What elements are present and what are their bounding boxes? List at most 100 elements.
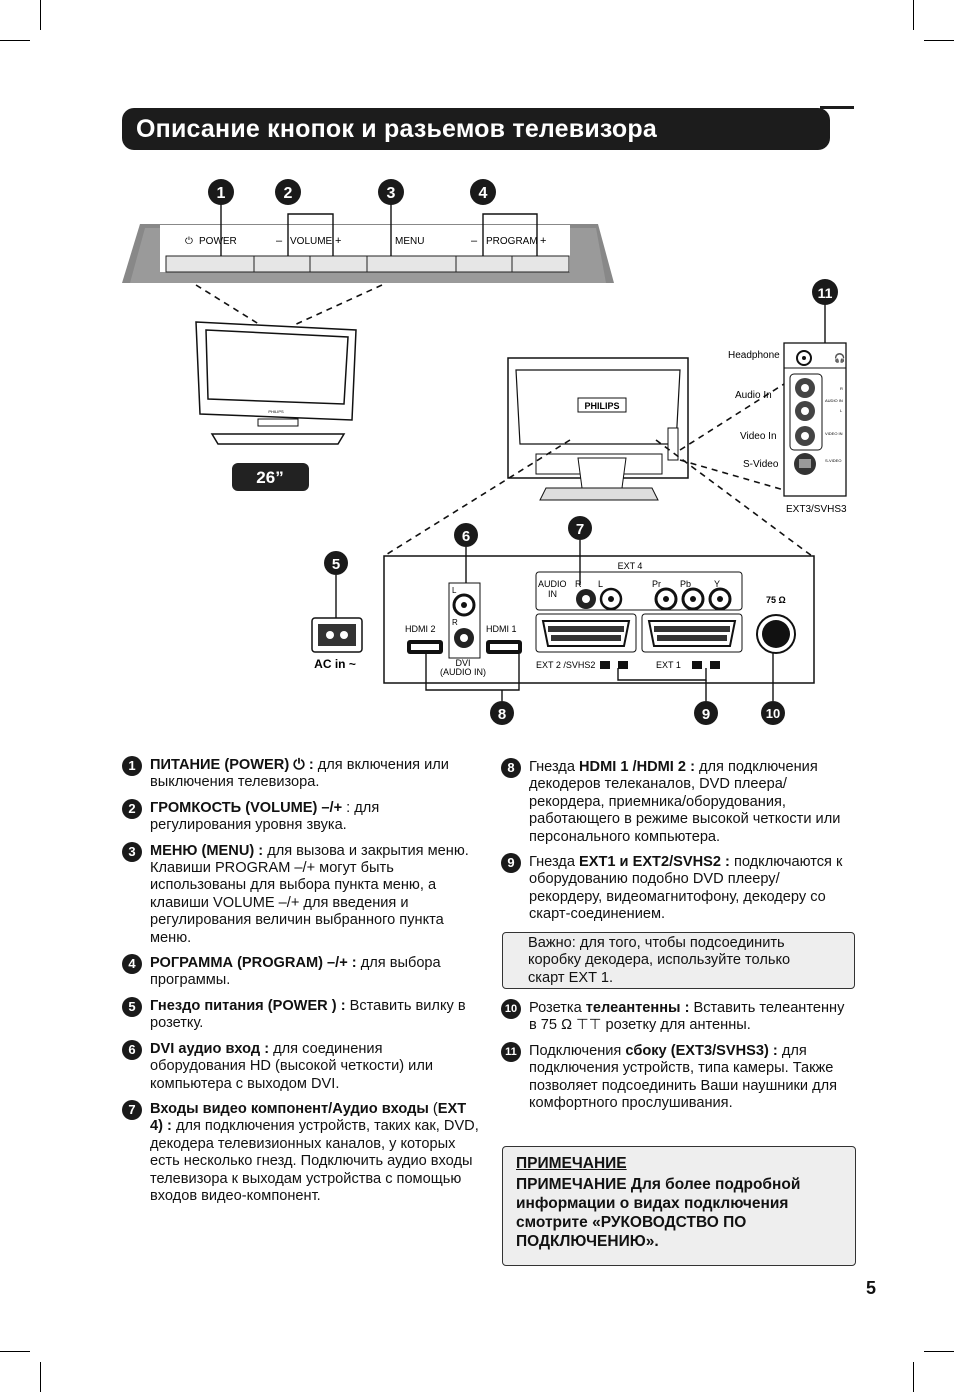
list-item: 9 Гнезда EXT1 и EXT2/SVHS2 : подключаютс… (501, 853, 856, 924)
item-bold: EXT1 и EXT2/SVHS2 : (579, 854, 730, 871)
left-column: 1 ПИТАНИЕ (POWER) ⏻ : для включения или … (122, 756, 482, 1213)
ext4-in-label: IN (548, 589, 557, 599)
item-pre: Гнезда (529, 759, 579, 775)
item-text: для включения или выключения телевизора. (150, 757, 449, 791)
ac-in: AC in ~ 5 (311, 551, 363, 671)
list-item: 1 ПИТАНИЕ (POWER) ⏻ : для включения или … (122, 756, 482, 792)
callout-10: 10 (766, 706, 780, 721)
item-bold: ГРОМКОСТЬ (VOLUME) –/+ (150, 799, 343, 816)
size-badge-text: 26” (256, 468, 283, 487)
list-item: 4 РОГРАММА (PROGRAM) –/+ : для выбора пр… (122, 954, 482, 990)
item-bold: Входы видео компонент/Аудио входы (150, 1100, 429, 1117)
volume-plus: + (335, 235, 341, 247)
list-item: 7 Входы видео компонент/Аудио входы (EXT… (122, 1099, 482, 1205)
headphone-icon: 🎧 (834, 352, 845, 363)
right-column-lower: 10 Розетка телеантенны : Вставить телеан… (501, 999, 856, 1120)
panel-menu-label: MENU (395, 236, 424, 247)
callout-11: 11 (818, 285, 833, 301)
callout-2: 2 (284, 185, 293, 202)
item-text: для подключения устройств, таких как, DV… (150, 1118, 479, 1204)
item-number: 8 (501, 758, 521, 778)
item-bold: Гнездо питания (POWER ) : (150, 997, 346, 1014)
crop-mark (913, 1362, 914, 1392)
item-text: Вставить вилку в розетку. (150, 997, 466, 1032)
callout-5: 5 (332, 556, 340, 573)
side-panel: 🎧 AUDIO IN R L VIDEO IN S-VIDEO Headphon… (728, 279, 847, 515)
list-item: 6 DVI аудио вход : для соединения оборуд… (122, 1039, 482, 1093)
ac-in-label: AC in ~ (314, 657, 356, 671)
item-number: 9 (501, 853, 521, 874)
side-headphone-label: Headphone (728, 350, 780, 361)
size-badge: 26” (232, 463, 309, 491)
item-pre: Гнезда (529, 854, 579, 871)
page-number: 5 (866, 1278, 877, 1298)
item-number: 11 (501, 1041, 521, 1062)
page-title: Описание кнопок и разьемов телевизора (136, 115, 657, 143)
item-pre: Подключения (529, 1042, 626, 1059)
side-audio-in-label: Audio In (735, 390, 772, 401)
ext1-label: EXT 1 (656, 660, 681, 670)
right-column: 8 Гнезда HDMI 1 /HDMI 2 : для подключени… (501, 758, 856, 932)
dvi-l-label: L (452, 586, 457, 595)
side-tiny-audio: AUDIO IN (825, 398, 843, 403)
crop-mark (0, 40, 30, 41)
item-bold: DVI аудио вход : (150, 1040, 270, 1057)
crop-mark (913, 0, 914, 30)
title-bar: Описание кнопок и разьемов телевизора (122, 108, 830, 150)
note-heading: ПРИМЕЧАНИЕ (516, 1155, 627, 1172)
item-text: для выбора программы. (150, 955, 441, 989)
program-plus: + (540, 235, 546, 247)
callout-7: 7 (576, 521, 584, 538)
callout-4: 4 (479, 185, 488, 202)
side-tiny-r: R (840, 386, 843, 391)
item-bold: телеантенны : (585, 1000, 690, 1016)
crop-mark (924, 1351, 954, 1352)
item-number: 6 (122, 1039, 142, 1060)
dvi-sub-label: (AUDIO IN) (440, 667, 486, 677)
ext4-r-label: R (575, 579, 582, 589)
panel-program-label: PROGRAM (486, 236, 538, 247)
item-bold: сбоку (EXT3/SVHS3) : (625, 1042, 778, 1059)
tv-back: PHILIPS (507, 357, 689, 501)
dvi-r-label: R (452, 618, 458, 627)
important-note-text: Важно: для того, чтобы подсоединить коро… (528, 935, 791, 986)
callout-8: 8 (498, 706, 506, 723)
item-text: для соединения оборудования HD (высокой … (150, 1040, 433, 1092)
item-pre: Розетка (529, 1000, 586, 1016)
side-video-in-label: Video In (740, 431, 777, 442)
item-number: 5 (122, 996, 142, 1017)
hdmi2-label: HDMI 2 (405, 624, 436, 634)
side-tiny-l: L (840, 408, 843, 413)
side-tiny-svideo: S-VIDEO (825, 458, 841, 463)
item-number: 10 (501, 999, 521, 1019)
item-text: для вызова и закрытия меню. Клавиши PROG… (150, 842, 469, 946)
important-note-box: Важно: для того, чтобы подсоединить коро… (502, 932, 855, 989)
item-number: 7 (122, 1099, 142, 1120)
tv-front: PHILIPS (195, 321, 357, 445)
item-text: для подключения устройств, типа камеры. … (529, 1042, 838, 1112)
connection-diagram: ⏻ POWER – VOLUME + MENU – PROGRAM + 1 2 … (122, 179, 847, 725)
tv-brand-back: PHILIPS (584, 401, 619, 411)
item-number: 3 (122, 841, 142, 862)
crop-mark (0, 1351, 30, 1352)
item-bold: РОГРАММА (PROGRAM) –/+ : (150, 955, 357, 972)
item-bold: ПИТАНИЕ (POWER) ⏻ : (150, 757, 314, 773)
list-item: 5 Гнездо питания (POWER ) : Вставить вил… (122, 996, 482, 1033)
volume-minus: – (276, 235, 283, 247)
program-minus: – (471, 235, 478, 247)
list-item: 2 ГРОМКОСТЬ (VOLUME) –/+ : для регулиров… (122, 798, 482, 835)
callout-1: 1 (217, 185, 226, 202)
item-number: 1 (122, 756, 142, 776)
rear-panel: EXT 4 AUDIO IN R L Pr Pb Y EXT 2 /SVHS2 … (383, 555, 815, 684)
list-item: 8 Гнезда HDMI 1 /HDMI 2 : для подключени… (501, 758, 856, 846)
dvi-label: DVI (455, 658, 470, 668)
crop-mark (40, 1362, 41, 1392)
item-number: 4 (122, 954, 142, 975)
item-number: 2 (122, 798, 142, 819)
title-rule (820, 106, 854, 109)
callout-6: 6 (462, 528, 470, 545)
item-text: для подключения декодеров телеканалов, D… (529, 759, 841, 845)
list-item: 3 МЕНЮ (MENU) : для вызова и закрытия ме… (122, 841, 482, 947)
ext4-audio-label: AUDIO (538, 579, 567, 589)
note-text: ПРИМЕЧАНИЕ Для более подробной информаци… (516, 1176, 801, 1250)
